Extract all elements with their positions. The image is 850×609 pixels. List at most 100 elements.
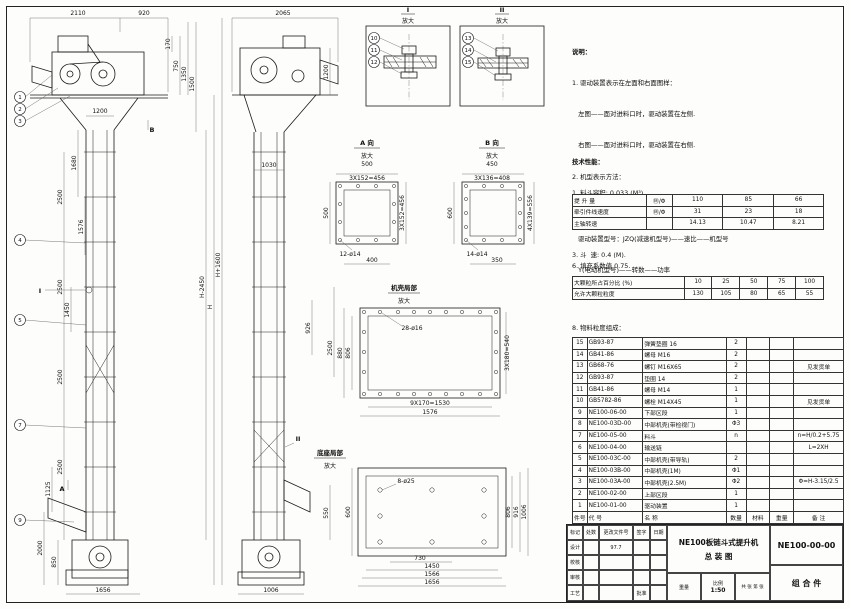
section-a-view: A 向 放大 500 3X152=456 500 3X152=456 12-ø1… bbox=[323, 138, 407, 265]
table-cell bbox=[769, 487, 795, 501]
dim: 3X136=408 bbox=[474, 175, 510, 182]
table-cell: 2 bbox=[725, 337, 747, 350]
front-view-dimensions: 2110 920 170 750 1350 1500 1200 1680 157… bbox=[29, 10, 223, 595]
table-cell: 下部区段 bbox=[642, 406, 727, 420]
sign-value bbox=[583, 555, 599, 570]
dim: 400 bbox=[366, 257, 378, 264]
table-cell: 主轴转速 bbox=[572, 217, 647, 230]
dim: 4X139=556 bbox=[527, 195, 534, 231]
balloon-number: 5 bbox=[18, 318, 22, 324]
table-cell bbox=[793, 464, 844, 478]
table-cell: L=2XH bbox=[793, 441, 844, 454]
table-cell: NE100-05-00 bbox=[586, 429, 644, 443]
table-cell: 23 bbox=[722, 205, 775, 218]
dim: 1566 bbox=[424, 571, 439, 578]
table-cell: 见发货单 bbox=[793, 360, 844, 373]
table-cell: 弹簧垫圈 16 bbox=[642, 337, 727, 350]
table-cell: 垫圈 14 bbox=[642, 371, 727, 385]
table-cell: 130 bbox=[683, 287, 713, 300]
table-cell: 2 bbox=[725, 348, 747, 362]
dim: 806 bbox=[345, 347, 352, 359]
rev-header: 日期 bbox=[650, 525, 667, 540]
table-cell bbox=[745, 429, 771, 443]
table-cell bbox=[769, 476, 795, 489]
table-cell bbox=[745, 464, 771, 478]
dim: 170 bbox=[165, 38, 172, 50]
table-cell bbox=[793, 418, 844, 431]
dim: 28-ø16 bbox=[401, 325, 422, 332]
section-a-sub: 放大 bbox=[361, 152, 373, 160]
balloon-number: 4 bbox=[18, 238, 22, 244]
table-cell: 螺母 M14 bbox=[642, 383, 727, 396]
dim: 916 bbox=[513, 506, 520, 518]
table-cell bbox=[793, 406, 844, 420]
product-name: NE100板链斗式提升机 bbox=[678, 537, 759, 547]
table-cell: 10 bbox=[572, 394, 588, 408]
table-cell: NE100-02-00 bbox=[586, 487, 644, 501]
table-cell bbox=[793, 371, 844, 385]
table-cell bbox=[769, 441, 795, 454]
table-cell: n=H/0.2+5.75 bbox=[793, 429, 844, 443]
base-detail-view: 底座局部 放大 8-ø25 600 806 916 1006 730 1450 bbox=[314, 448, 529, 587]
sign-value bbox=[583, 585, 599, 601]
sheet-name: 总 装 图 bbox=[704, 551, 733, 561]
detail-ii-label: II bbox=[500, 6, 505, 14]
dim: 8-ø25 bbox=[397, 478, 414, 485]
table-cell: 中部机壳(带导轨) bbox=[642, 452, 727, 466]
table-cell: 8 bbox=[572, 418, 588, 431]
dim: 2500 bbox=[57, 279, 64, 294]
dim: 1125 bbox=[45, 481, 52, 496]
table-cell bbox=[793, 383, 844, 396]
table-cell: 见发货单 bbox=[793, 394, 844, 408]
table-cell: 18 bbox=[773, 205, 824, 218]
dim: 3X180=540 bbox=[504, 335, 511, 371]
table-cell: 80 bbox=[739, 287, 769, 300]
table-cell bbox=[769, 371, 795, 385]
balloon-number: 1 bbox=[18, 95, 22, 101]
table-cell: GB41-86 bbox=[586, 348, 644, 362]
table-cell: 12 bbox=[572, 371, 588, 385]
dim: 1200 bbox=[92, 108, 107, 115]
dim: H+1600 bbox=[215, 252, 222, 277]
table-cell: NE100-01-00 bbox=[586, 499, 644, 512]
table-cell: NE100-03D-00 bbox=[586, 418, 644, 431]
balloon-number: 14 bbox=[465, 48, 472, 54]
table-cell: 中部机壳(2.5M) bbox=[642, 476, 727, 489]
sign-value bbox=[583, 540, 599, 555]
casing-detail-sub: 放大 bbox=[398, 297, 410, 305]
sheet-count-cell: 共 张 第 张 bbox=[735, 573, 770, 601]
table-cell bbox=[769, 394, 795, 408]
sign-label: 审核 bbox=[567, 570, 583, 585]
parts-list-header-row: 件号 代 号 名 称 数量 材料 重量 备 注 bbox=[572, 510, 844, 524]
table-cell: 8.21 bbox=[773, 217, 824, 230]
dim: 1576 bbox=[422, 409, 437, 416]
dim: 1450 bbox=[424, 563, 439, 570]
table-cell bbox=[745, 441, 771, 454]
balloon-number: 11 bbox=[371, 48, 378, 54]
table-cell: 中部机壳(带检视门) bbox=[642, 418, 727, 431]
col-header: 代 号 bbox=[586, 510, 644, 524]
table-cell: 驱动装置 bbox=[642, 499, 727, 512]
table-cell: 2 bbox=[725, 360, 747, 373]
note-line: 右图——面对进料口时，驱动装置在右侧. bbox=[572, 141, 696, 150]
table-cell: 75 bbox=[767, 276, 797, 289]
dim: 920 bbox=[138, 10, 150, 17]
table-cell: 14 bbox=[572, 348, 588, 362]
table-cell: Ⓜ/Φ bbox=[645, 194, 673, 207]
dim: 2065 bbox=[275, 10, 290, 17]
table-cell: 大颗粒所占百分比 (%) bbox=[572, 276, 685, 289]
dim: 500 bbox=[323, 207, 330, 219]
dim: 2500 bbox=[327, 340, 334, 355]
table-cell bbox=[793, 452, 844, 466]
table-cell bbox=[745, 348, 771, 362]
table-cell: Ⓜ/Φ bbox=[645, 205, 673, 218]
table-cell bbox=[745, 418, 771, 431]
